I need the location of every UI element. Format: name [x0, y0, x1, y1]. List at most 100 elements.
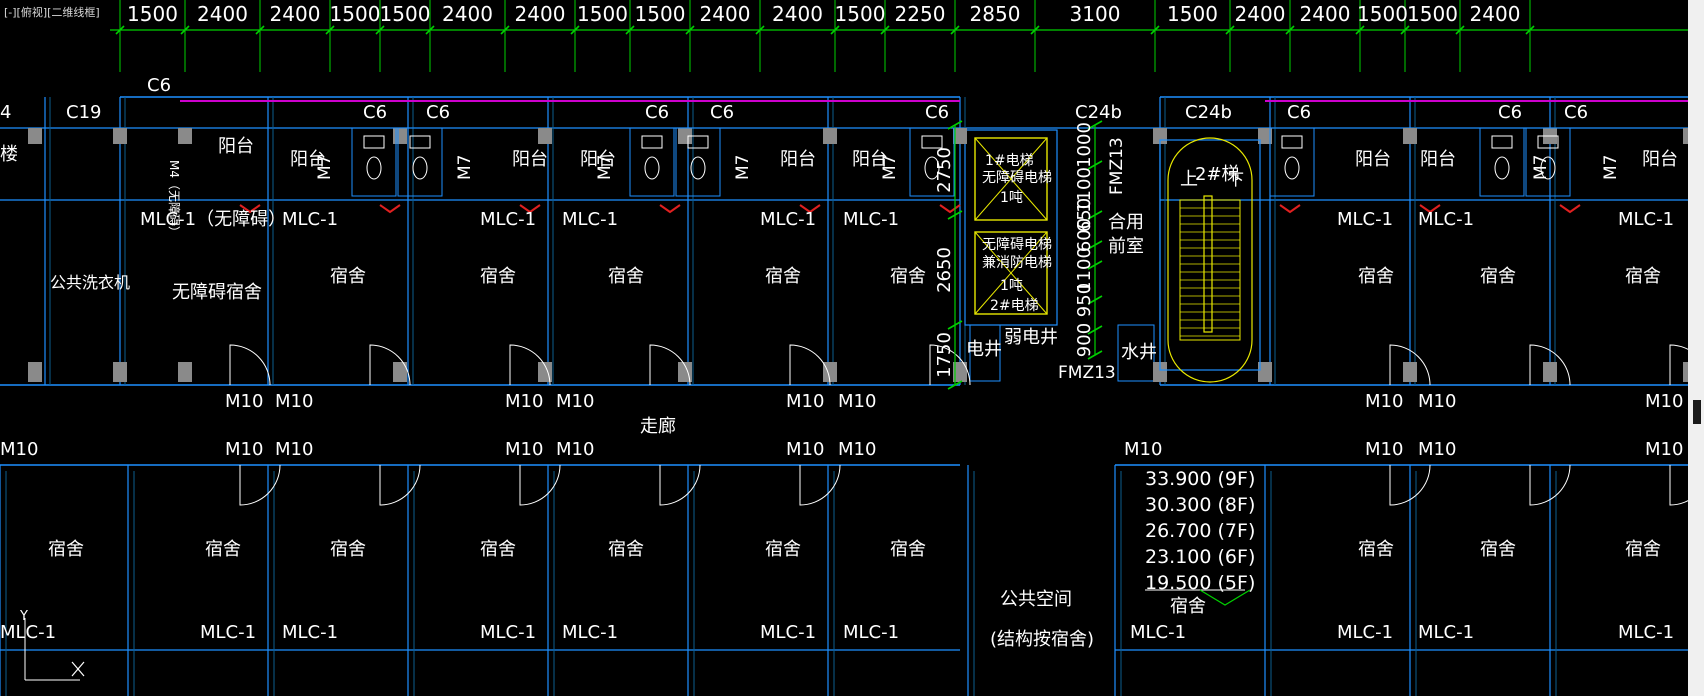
- label-shared-lobby: 合用: [1108, 212, 1144, 233]
- label-balcony: 阳台: [218, 136, 254, 157]
- toilet-fixture: [1284, 156, 1300, 180]
- label-dorm: 宿舍: [765, 266, 801, 287]
- label-m7: M7: [315, 155, 335, 180]
- dimension-slash: [947, 380, 963, 390]
- label-m10: M10: [1418, 391, 1456, 412]
- label-balcony: 阳台: [1355, 149, 1391, 170]
- label-m10: M10: [1365, 391, 1403, 412]
- door-swing-arc: [509, 344, 551, 386]
- door-red-marker: [379, 204, 401, 214]
- label-laundry: 公共洗衣机: [50, 273, 130, 292]
- dimension-slash: [1087, 210, 1103, 220]
- label-dorm: 宿舍: [480, 266, 516, 287]
- label-m7: M7: [455, 155, 475, 180]
- bathroom-stall: [675, 127, 721, 197]
- label-elevator-1-sub: 无障碍电梯: [982, 170, 1052, 186]
- dimension-slash: [1087, 120, 1103, 130]
- dimension-top-value: 2400: [442, 2, 493, 26]
- dimension-top-value: 2400: [1470, 2, 1521, 26]
- toilet-fixture: [924, 156, 940, 180]
- dimension-vertical-value: 1000: [1074, 122, 1095, 168]
- label-public-space: 公共空间: [1000, 589, 1072, 610]
- dimension-slash: [1455, 25, 1465, 35]
- electric-shaft-wall: [969, 324, 1001, 382]
- dimension-slash: [375, 25, 385, 35]
- door-swing-arc: [519, 464, 561, 506]
- label-balcony: 阳台: [512, 149, 548, 170]
- dimension-top-value: 2850: [970, 2, 1021, 26]
- door-red-marker: [1419, 204, 1441, 214]
- door-swing-arc: [1529, 344, 1571, 386]
- elevator-1-cross: [974, 137, 1048, 221]
- dimension-slash: [947, 210, 963, 220]
- dimension-slash: [1087, 325, 1103, 335]
- dimension-top-value: 1500: [635, 2, 686, 26]
- label-water-shaft: 水井: [1121, 342, 1157, 363]
- dimension-slash: [115, 25, 125, 35]
- label-dorm: 宿舍: [480, 539, 516, 560]
- column: [953, 128, 967, 144]
- label-elevator-1-load: 1吨: [1000, 190, 1023, 206]
- dimension-top-value: 1500: [1357, 2, 1408, 26]
- label-dorm: 宿舍: [1625, 266, 1661, 287]
- label-stair-down: 下: [1228, 170, 1244, 189]
- label-dorm: 宿舍: [1480, 539, 1516, 560]
- label-balcony: 阳台: [852, 149, 888, 170]
- dimension-slash: [255, 25, 265, 35]
- bathroom-stall: [909, 127, 955, 197]
- label-m10: M10: [0, 439, 38, 460]
- column: [178, 128, 192, 144]
- dimension-vertical-value: 2650: [934, 247, 955, 293]
- column: [393, 128, 407, 144]
- toilet-fixture: [1540, 156, 1556, 180]
- label-window-c6: C6: [147, 75, 171, 96]
- dimension-slash: [1285, 25, 1295, 35]
- dimension-slash: [325, 25, 335, 35]
- bathroom-stall: [397, 127, 443, 197]
- scrollbar-thumb[interactable]: [1693, 400, 1701, 424]
- dimension-vertical-value: 2750: [934, 147, 955, 193]
- label-balcony: 阳台: [1642, 149, 1678, 170]
- label-mlc1: MLC-1: [1618, 622, 1674, 643]
- label-dorm: 宿舍: [608, 266, 644, 287]
- label-mlc1: MLC-1: [1418, 209, 1474, 230]
- dimension-slash: [755, 25, 765, 35]
- door-swing-arc: [789, 344, 831, 386]
- dimension-top-value: 2400: [270, 2, 321, 26]
- dimension-slash: [1355, 25, 1365, 35]
- label-window-c6: C6: [645, 102, 669, 123]
- label-corridor: 走廊: [640, 416, 676, 437]
- label-stair-truncated: 楼: [0, 144, 18, 165]
- elevator-2-shaft: [974, 231, 1048, 315]
- dimension-vertical-value: 950: [1074, 283, 1095, 317]
- dimension-top-value: 1500: [330, 2, 381, 26]
- label-dorm: 宿舍: [205, 539, 241, 560]
- dimension-vertical-value: 1750: [934, 332, 955, 378]
- sink-fixture: [641, 135, 663, 149]
- water-shaft-wall: [1117, 324, 1155, 382]
- label-m10: M10: [838, 439, 876, 460]
- label-window-c6: C6: [1498, 102, 1522, 123]
- viewport-controls-label[interactable]: [-][俯视][二维线框]: [4, 6, 100, 19]
- elevator-shafts: [974, 137, 1048, 315]
- vertical-scrollbar[interactable]: [1688, 0, 1704, 696]
- dimension-slash: [1030, 25, 1040, 35]
- door-swing-arc: [239, 464, 281, 506]
- label-dorm: 宿舍: [330, 266, 366, 287]
- column: [178, 362, 192, 382]
- label-mlc1: MLC-1: [282, 622, 338, 643]
- label-mlc1: MLC-1: [200, 622, 256, 643]
- column: [538, 128, 552, 144]
- door-swing-arc: [1389, 344, 1431, 386]
- label-accessible-dorm: 无障碍宿舍: [172, 282, 262, 303]
- label-m10: M10: [275, 391, 313, 412]
- stair-handrail: [1203, 195, 1213, 333]
- column: [113, 128, 127, 144]
- label-mlc1: MLC-1: [1418, 622, 1474, 643]
- dimension-slash: [180, 25, 190, 35]
- label-elevator-2: 2#电梯: [990, 298, 1039, 314]
- dimension-slash: [947, 120, 963, 130]
- label-m10: M10: [505, 391, 543, 412]
- ucs-icon: Y: [19, 609, 85, 681]
